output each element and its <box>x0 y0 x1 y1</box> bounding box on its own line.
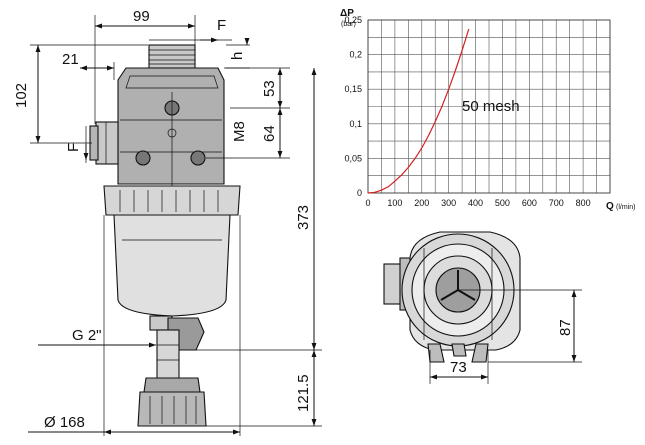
series-label: 50 mesh <box>462 98 520 115</box>
dim-21: 21 <box>62 51 79 68</box>
chart-y-unit: (bar) <box>341 21 356 28</box>
y-tick-label: 0,25 <box>344 15 362 25</box>
filter-bottom-view <box>383 231 521 363</box>
dim-64: 64 <box>261 125 278 142</box>
x-tick-label: 500 <box>495 198 510 208</box>
dim-h: h <box>229 52 246 60</box>
dim-f-side: F <box>65 143 82 152</box>
series-line-50-mesh <box>367 28 470 194</box>
x-tick-label: 600 <box>522 198 537 208</box>
dim-99: 99 <box>133 8 150 25</box>
dim-102: 102 <box>13 83 30 108</box>
chart-y-title: ΔP <box>340 8 354 19</box>
x-tick-label: 800 <box>576 198 591 208</box>
filter-front-view <box>89 44 241 427</box>
y-tick-label: 0,05 <box>344 153 362 163</box>
x-tick-label: 100 <box>387 198 402 208</box>
dim-121-5: 121.5 <box>295 374 312 412</box>
chart-x-title: Q <box>606 201 614 212</box>
dim-m8: M8 <box>231 121 248 142</box>
dim-87: 87 <box>557 319 574 336</box>
dim-f-top: F <box>217 17 226 34</box>
dim-g2: G 2" <box>72 327 102 344</box>
y-tick-label: 0,15 <box>344 84 362 94</box>
dim-53: 53 <box>261 80 278 97</box>
x-tick-label: 0 <box>365 198 370 208</box>
plot-frame <box>367 19 611 194</box>
dim-diameter: Ø 168 <box>44 414 85 431</box>
y-tick-label: 0,1 <box>349 119 362 129</box>
bottom-dimensions: 87 73 <box>429 289 582 384</box>
x-tick-label: 300 <box>441 198 456 208</box>
dim-73: 73 <box>450 359 467 376</box>
three-spoke-icon <box>440 270 476 301</box>
pressure-drop-chart: ΔP (bar) Q (l/min) 0 100 200 300 400 500 600 70… <box>340 8 635 212</box>
chart-x-unit: (l/min) <box>616 204 635 211</box>
x-tick-label: 400 <box>468 198 483 208</box>
front-dimensions: 99 F 21 h 102 F 53 M8 64 <box>13 8 322 436</box>
x-tick-label: 700 <box>549 198 564 208</box>
y-tick-label: 0 <box>357 188 362 198</box>
dim-373: 373 <box>295 205 312 230</box>
y-tick-label: 0,2 <box>349 50 362 60</box>
x-tick-label: 200 <box>414 198 429 208</box>
